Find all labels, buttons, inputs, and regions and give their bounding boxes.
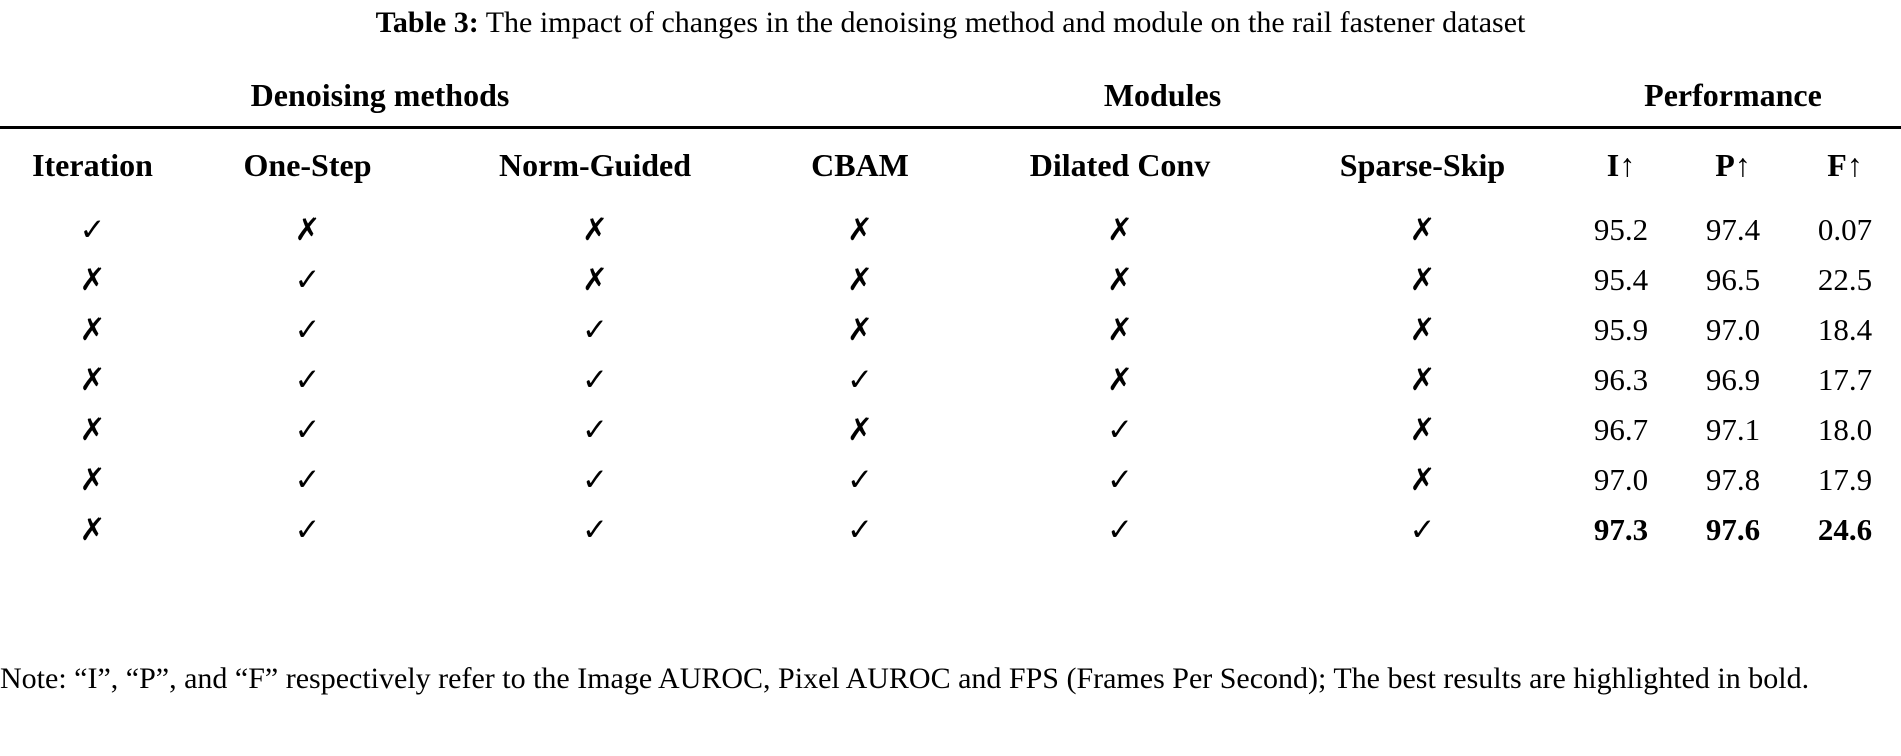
column-header-fps: F↑ xyxy=(1827,146,1863,183)
cell-norm-guided: ✓ xyxy=(582,362,608,398)
cell-one-step: ✓ xyxy=(294,412,321,448)
cell-iteration: ✗ xyxy=(79,262,106,298)
group-header-performance: Performance xyxy=(1565,62,1901,129)
column-header-row: Iteration One-Step Norm-Guided CBAM Dila… xyxy=(0,128,1901,200)
cell-one-step: ✓ xyxy=(294,512,321,548)
cell-pixel-auroc: 97.6 xyxy=(1705,512,1761,547)
column-header-pixel-auroc: P↑ xyxy=(1715,146,1751,183)
cell-sparse-skip: ✗ xyxy=(1409,212,1436,248)
group-header-denoising-methods: Denoising methods xyxy=(0,62,760,129)
cell-fps: 18.4 xyxy=(1817,312,1873,347)
cell-image-auroc: 97.0 xyxy=(1593,462,1649,497)
bottom-rule-line xyxy=(0,555,1901,561)
cell-sparse-skip: ✗ xyxy=(1409,462,1436,498)
column-header-iteration: Iteration xyxy=(32,146,153,183)
cell-cbam: ✓ xyxy=(847,362,873,398)
cell-one-step: ✓ xyxy=(294,362,321,398)
column-header-dilated-conv: Dilated Conv xyxy=(1029,146,1211,183)
cell-fps: 18.0 xyxy=(1817,412,1873,447)
results-table: Denoising methods Modules Performance It… xyxy=(0,55,1901,561)
cell-fps: 17.9 xyxy=(1817,462,1873,497)
column-header-cbam: CBAM xyxy=(811,146,909,183)
caption-label: Table 3: xyxy=(375,6,479,39)
cell-image-auroc: 97.3 xyxy=(1593,512,1649,547)
bottom-rule xyxy=(0,555,1901,561)
cell-pixel-auroc: 96.5 xyxy=(1705,262,1761,297)
cell-one-step: ✗ xyxy=(294,212,321,248)
cell-fps: 22.5 xyxy=(1817,262,1873,297)
cell-image-auroc: 96.3 xyxy=(1593,362,1649,397)
table-row: ✗ ✓ ✓ ✓ ✓ ✗ 97.0 97.8 17.9 xyxy=(0,455,1901,505)
table-container: Denoising methods Modules Performance It… xyxy=(0,55,1901,561)
table-caption: Table 3: The impact of changes in the de… xyxy=(0,2,1901,44)
cell-pixel-auroc: 97.8 xyxy=(1705,462,1761,497)
cell-fps: 17.7 xyxy=(1817,362,1873,397)
top-rule-line xyxy=(0,55,1901,62)
cell-one-step: ✓ xyxy=(294,312,321,348)
cell-sparse-skip: ✓ xyxy=(1409,512,1436,548)
cell-norm-guided: ✗ xyxy=(582,262,608,298)
cell-dilated-conv: ✗ xyxy=(1107,312,1133,348)
cell-dilated-conv: ✓ xyxy=(1107,512,1133,548)
cell-norm-guided: ✓ xyxy=(582,512,608,548)
cell-iteration: ✗ xyxy=(79,312,106,348)
group-header-modules: Modules xyxy=(760,62,1565,129)
cell-sparse-skip: ✗ xyxy=(1409,412,1436,448)
cell-iteration: ✗ xyxy=(79,412,106,448)
cell-dilated-conv: ✗ xyxy=(1107,362,1133,398)
cell-image-auroc: 96.7 xyxy=(1593,412,1649,447)
table-row: ✗ ✓ ✓ ✓ ✓ ✓ 97.3 97.6 24.6 xyxy=(0,505,1901,555)
cell-iteration: ✗ xyxy=(79,462,106,498)
cell-image-auroc: 95.9 xyxy=(1593,312,1649,347)
cell-image-auroc: 95.2 xyxy=(1593,212,1649,247)
cell-dilated-conv: ✗ xyxy=(1107,212,1133,248)
cell-one-step: ✓ xyxy=(294,462,321,498)
cell-pixel-auroc: 96.9 xyxy=(1705,362,1761,397)
table-row: ✗ ✓ ✗ ✗ ✗ ✗ 95.4 96.5 22.5 xyxy=(0,255,1901,305)
cell-iteration: ✓ xyxy=(79,212,106,248)
cell-cbam: ✓ xyxy=(847,462,873,498)
cell-cbam: ✗ xyxy=(847,262,873,298)
cell-image-auroc: 95.4 xyxy=(1593,262,1649,297)
cell-sparse-skip: ✗ xyxy=(1409,312,1436,348)
cell-pixel-auroc: 97.0 xyxy=(1705,312,1761,347)
column-header-image-auroc: I↑ xyxy=(1606,146,1636,183)
cell-pixel-auroc: 97.1 xyxy=(1705,412,1761,447)
caption-text: The impact of changes in the denoising m… xyxy=(485,6,1526,39)
cell-cbam: ✗ xyxy=(847,212,873,248)
column-header-norm-guided: Norm-Guided xyxy=(499,146,691,183)
cell-dilated-conv: ✓ xyxy=(1107,462,1133,498)
cell-cbam: ✓ xyxy=(847,512,873,548)
cell-cbam: ✗ xyxy=(847,312,873,348)
column-header-sparse-skip: Sparse-Skip xyxy=(1339,146,1506,183)
cell-sparse-skip: ✗ xyxy=(1409,262,1436,298)
cell-norm-guided: ✗ xyxy=(582,212,608,248)
cell-pixel-auroc: 97.4 xyxy=(1705,212,1761,247)
cell-one-step: ✓ xyxy=(294,262,321,298)
cell-iteration: ✗ xyxy=(79,362,106,398)
table-row: ✗ ✓ ✓ ✗ ✓ ✗ 96.7 97.1 18.0 xyxy=(0,405,1901,455)
table-row: ✗ ✓ ✓ ✓ ✗ ✗ 96.3 96.9 17.7 xyxy=(0,355,1901,405)
cell-dilated-conv: ✓ xyxy=(1107,412,1133,448)
cell-cbam: ✗ xyxy=(847,412,873,448)
table-row: ✓ ✗ ✗ ✗ ✗ ✗ 95.2 97.4 0.07 xyxy=(0,205,1901,255)
cell-sparse-skip: ✗ xyxy=(1409,362,1436,398)
table-row: ✗ ✓ ✓ ✗ ✗ ✗ 95.9 97.0 18.4 xyxy=(0,305,1901,355)
cell-dilated-conv: ✗ xyxy=(1107,262,1133,298)
table-note: Note: “I”, “P”, and “F” respectively ref… xyxy=(0,662,1810,695)
cell-norm-guided: ✓ xyxy=(582,412,608,448)
group-header-row: Denoising methods Modules Performance xyxy=(0,62,1901,129)
cell-norm-guided: ✓ xyxy=(582,462,608,498)
cell-fps: 24.6 xyxy=(1817,512,1873,547)
column-header-one-step: One-Step xyxy=(243,146,372,183)
cell-iteration: ✗ xyxy=(79,512,106,548)
cell-fps: 0.07 xyxy=(1817,212,1873,247)
cell-norm-guided: ✓ xyxy=(582,312,608,348)
top-rule xyxy=(0,55,1901,62)
